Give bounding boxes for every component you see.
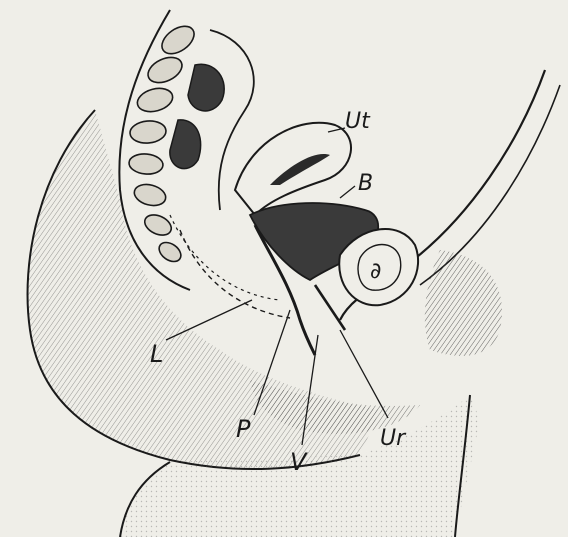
symphysis-mark: ∂	[370, 259, 381, 284]
label-vagina: V	[290, 448, 308, 476]
label-levator: L	[150, 340, 163, 368]
label-uterus: Ut	[345, 109, 371, 134]
pubic-hair	[425, 250, 502, 356]
label-perineum: P	[236, 415, 251, 443]
rectum	[170, 64, 224, 168]
label-urethra: Ur	[380, 426, 407, 451]
urethra-canal	[315, 285, 345, 330]
label-bladder: B	[358, 171, 373, 196]
